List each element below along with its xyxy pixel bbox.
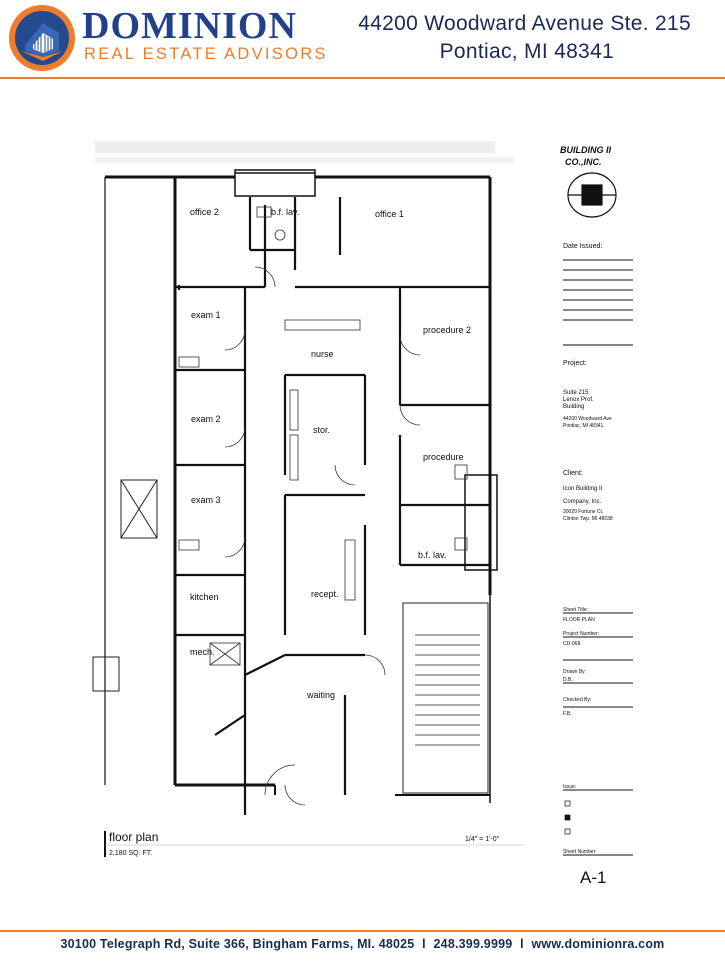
footer-phone: 248.399.9999 — [433, 937, 513, 951]
room-label-mech: mech. — [190, 647, 215, 657]
room-label-bf-lav-top: b.f. lav. — [271, 207, 299, 217]
room-label-kitchen: kitchen — [190, 592, 219, 602]
footer-separator: l — [422, 937, 426, 951]
room-label-exam-3: exam 3 — [191, 495, 221, 505]
title-block: BUILDING II CO.,INC. Date Issued: Projec… — [560, 145, 633, 887]
checked-by-value: F.B. — [563, 711, 572, 717]
project-number-label: Project Number: — [563, 631, 599, 637]
date-issued-label: Date Issued: — [563, 243, 602, 250]
room-label-bf-lav-right: b.f. lav. — [418, 550, 446, 560]
room-label-stor: stor. — [313, 425, 330, 435]
logo-subtitle: REAL ESTATE ADVISORS — [84, 45, 328, 63]
client-address-2: Clinton Twp. MI 48038 — [563, 516, 613, 522]
footer-divider — [0, 930, 725, 932]
room-label-nurse: nurse — [311, 349, 334, 359]
firm-name-line-2: CO.,INC. — [565, 157, 602, 167]
logo-building-icon — [15, 11, 69, 65]
project-value-2: Lenox Prof. — [563, 397, 594, 403]
sheet-title-value: FLOOR PLAN — [563, 617, 595, 623]
sheet-number-label: Sheet Number: — [563, 849, 597, 855]
footer-address: 30100 Telegraph Rd, Suite 366, Bingham F… — [60, 937, 415, 951]
firm-logo-icon — [567, 172, 617, 218]
room-label-office-1: office 1 — [375, 209, 404, 219]
room-label-office-2: office 2 — [190, 207, 219, 217]
page-header: DOMINION REAL ESTATE ADVISORS 44200 Wood… — [0, 0, 725, 78]
room-label-exam-2: exam 2 — [191, 414, 221, 424]
client-value-2: Company, Inc. — [563, 499, 602, 505]
room-label-waiting: waiting — [306, 690, 335, 700]
address-line-1: 44200 Woodward Avenue Ste. 215 — [358, 12, 691, 35]
room-label-exam-1: exam 1 — [191, 310, 221, 320]
project-address-2: Pontiac, MI 48341 — [563, 423, 604, 429]
project-value-1: Suite 215 — [563, 390, 589, 396]
drawn-by-value: D.B. — [563, 677, 573, 683]
firm-name-line-1: BUILDING II — [560, 145, 611, 155]
address-line-2: Pontiac, MI 48341 — [439, 40, 614, 63]
checked-by-label: Checked By: — [563, 697, 591, 703]
sheet-title-label: Sheet Title: — [563, 607, 588, 613]
client-value-1: Icon Building II — [563, 486, 603, 492]
plan-caption: floor plan — [109, 830, 158, 844]
room-label-recept: recept. — [311, 589, 339, 599]
footer-website-link[interactable]: www.dominionra.com — [531, 937, 665, 951]
client-label: Client: — [563, 470, 583, 477]
plan-scale: 1/4" = 1'-0" — [465, 836, 500, 843]
page-footer: 30100 Telegraph Rd, Suite 366, Bingham F… — [0, 937, 725, 951]
project-address-1: 44200 Woodward Ave — [563, 416, 612, 422]
client-address-1: 30020 Fortune Ct. — [563, 509, 603, 515]
sheet-number-value: A-1 — [580, 868, 606, 887]
room-label-procedure-2: procedure 2 — [423, 325, 471, 335]
floor-plan-drawing: office 2 office 1 b.f. lav. exam 1 exam … — [85, 135, 665, 895]
project-label: Project: — [563, 360, 587, 367]
header-divider — [0, 77, 725, 79]
plan-square-footage: 2,180 SQ. FT. — [109, 850, 152, 857]
footer-separator: l — [520, 937, 524, 951]
project-number-value: CD-068 — [563, 641, 580, 647]
logo-title: DOMINION — [82, 5, 297, 47]
drawn-by-label: Drawn By: — [563, 669, 586, 675]
project-value-3: Building — [563, 404, 584, 410]
issue-label: Issue: — [563, 784, 576, 790]
room-label-procedure: procedure — [423, 452, 464, 462]
